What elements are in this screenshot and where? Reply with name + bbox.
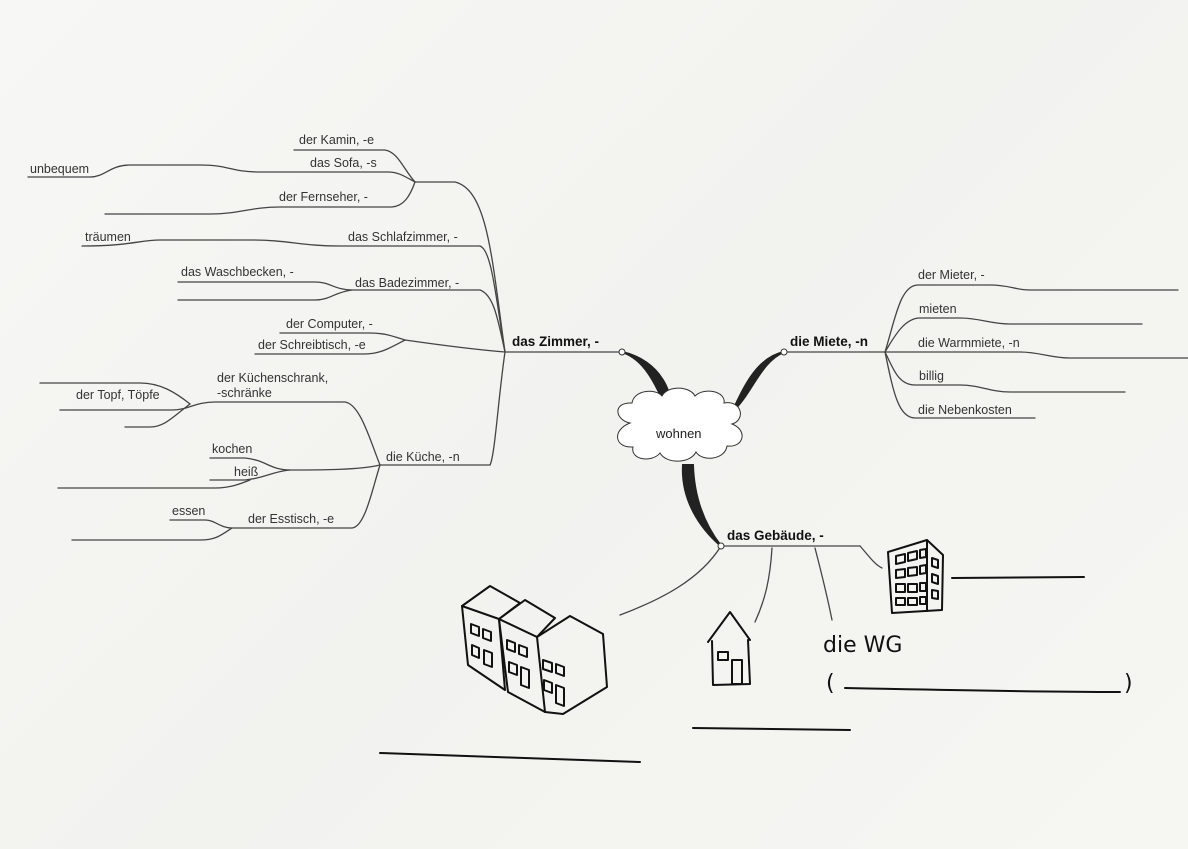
gebaeude-label: das Gebäude, -	[727, 528, 824, 543]
label-schlafzimmer: das Schlafzimmer, -	[348, 230, 458, 244]
label-kochen: kochen	[212, 442, 252, 456]
line-topf-lower	[124, 403, 191, 428]
line-esstisch-blank	[71, 527, 233, 541]
node-zimmer	[618, 348, 626, 356]
label-mieter: der Mieter, -	[918, 268, 985, 282]
label-mieten: mieten	[919, 302, 957, 316]
label-kuechenschrank-2: -schränke	[217, 386, 272, 400]
node-gebaeude	[717, 542, 725, 550]
label-essen: essen	[172, 504, 205, 518]
line-billig	[884, 351, 1126, 393]
line-topf-upper	[39, 382, 191, 405]
miete-label: die Miete, -n	[790, 334, 868, 349]
label-warmmiete: die Warmmiete, -n	[918, 336, 1020, 350]
label-unbequem: unbequem	[30, 162, 89, 176]
branch-miete	[731, 351, 785, 413]
label-sofa: das Sofa, -s	[310, 156, 377, 170]
blank-tower	[951, 576, 1085, 579]
apartment-building-drawing	[887, 539, 944, 614]
link-zimmer-furniture	[414, 181, 506, 353]
blank-small-house	[692, 727, 851, 731]
link-zimmer-badezimmer	[479, 289, 506, 353]
label-schreibtisch: der Schreibtisch, -e	[258, 338, 366, 352]
line-computer	[279, 332, 406, 341]
line-kamin	[293, 149, 416, 183]
line-schreibtisch	[254, 339, 406, 355]
label-esstisch: der Esstisch, -e	[248, 512, 334, 526]
link-zimmer-schlafzimmer	[479, 245, 506, 353]
node-miete	[780, 348, 788, 356]
line-kuechenschrank	[59, 401, 381, 466]
line-sofa	[27, 164, 416, 183]
line-to-tower	[859, 545, 883, 569]
line-heiss-blank	[57, 479, 251, 489]
line-to-small-house	[754, 547, 773, 623]
blank-rowhouses	[379, 752, 641, 763]
line-schlafzimmer	[81, 239, 481, 247]
blank-wg	[844, 687, 1121, 693]
label-heiss: heiß	[234, 465, 259, 479]
zimmer-label: das Zimmer, -	[512, 334, 599, 349]
wg-paren-close: )	[1124, 671, 1133, 696]
center-cloud	[617, 387, 743, 462]
branch-gebaeude	[681, 464, 722, 547]
center-label: wohnen	[655, 426, 702, 441]
small-house-drawing	[707, 611, 751, 686]
line-to-wg	[814, 547, 833, 621]
label-billig: billig	[919, 369, 944, 383]
link-zimmer-kueche	[489, 351, 506, 466]
line-fernseher	[104, 181, 416, 215]
label-kuechenschrank-1: der Küchenschrank,	[217, 371, 328, 385]
link-zimmer-schreibtisch	[404, 339, 506, 353]
line-mieten	[884, 317, 1143, 353]
label-badezimmer: das Badezimmer, -	[355, 276, 459, 290]
line-badezimmer-blank	[177, 289, 353, 301]
line-heiss	[209, 469, 291, 481]
label-computer: der Computer, -	[286, 317, 373, 331]
kueche-label: die Küche, -n	[386, 450, 460, 464]
line-to-rowhouses	[619, 545, 722, 616]
line-nebenkosten	[884, 351, 1036, 419]
label-wg: die WG	[823, 633, 902, 658]
label-kamin: der Kamin, -e	[299, 133, 374, 147]
label-topf: der Topf, Töpfe	[76, 388, 160, 402]
label-nebenkosten: die Nebenkosten	[918, 403, 1012, 417]
line-warmmiete	[884, 351, 1188, 359]
label-waschbecken: das Waschbecken, -	[181, 265, 294, 279]
label-fernseher: der Fernseher, -	[279, 190, 368, 204]
row-houses-drawing	[461, 585, 608, 715]
line-mieter	[884, 284, 1179, 353]
wg-paren-open: (	[826, 671, 835, 696]
line-esstisch	[169, 464, 381, 529]
label-traeumen: träumen	[85, 230, 131, 244]
